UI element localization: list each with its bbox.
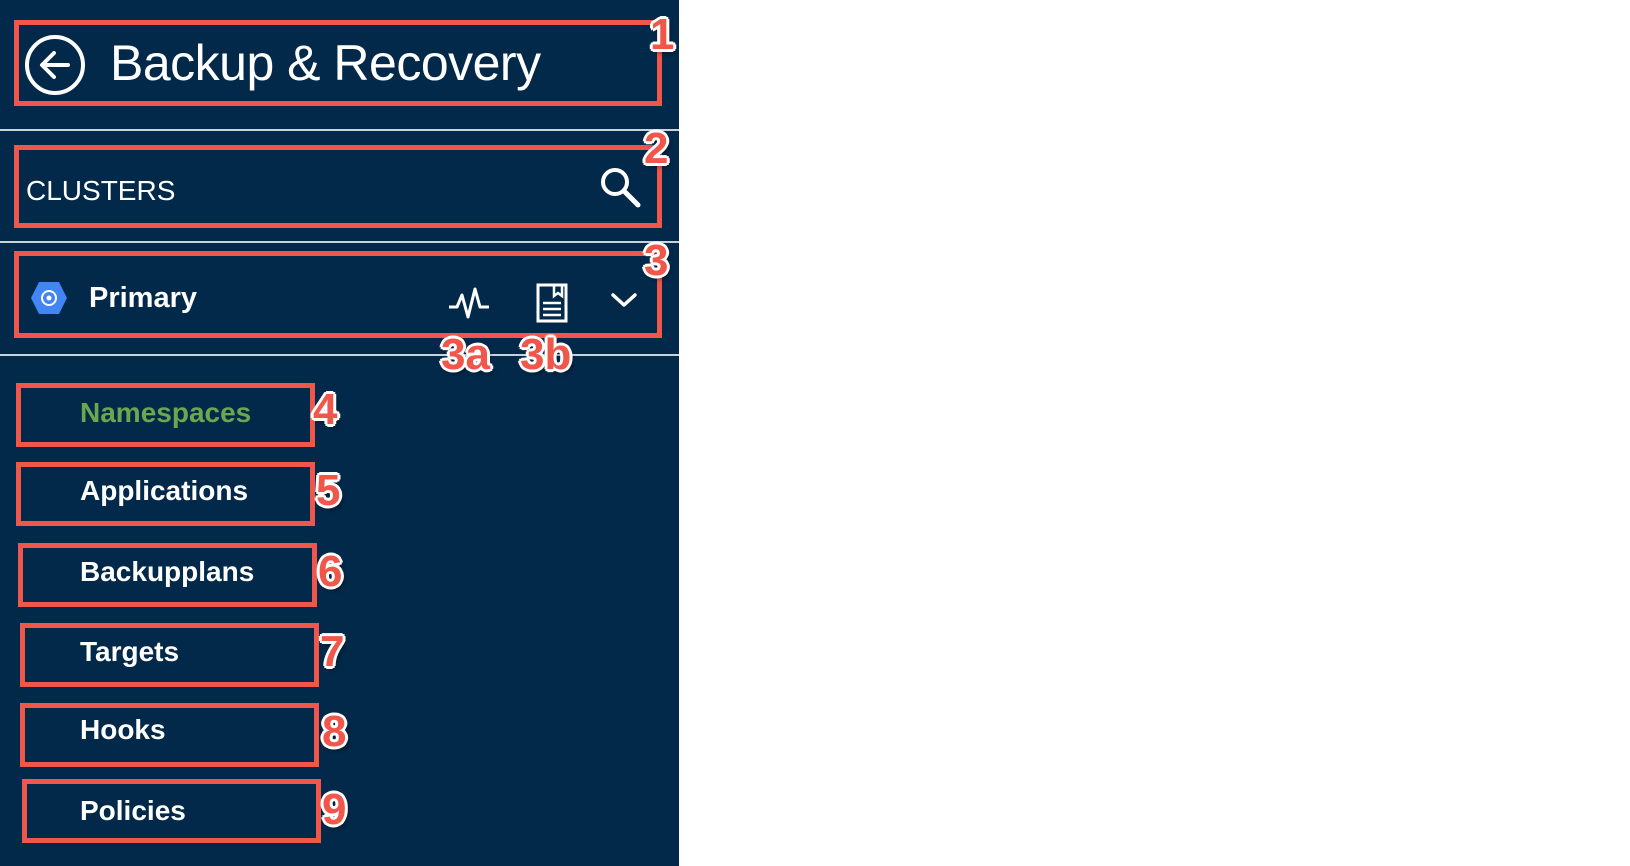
annotation-label: 4: [313, 385, 338, 434]
activity-pulse-icon: [449, 287, 489, 319]
nav-item-targets[interactable]: Targets: [80, 636, 180, 667]
divider: [0, 241, 679, 243]
cluster-expand-button[interactable]: [610, 290, 638, 310]
annotation-box: [18, 543, 317, 607]
divider: [0, 129, 679, 131]
annotation-box: [14, 20, 662, 106]
page-title: Backup & Recovery: [110, 35, 541, 91]
nav-item-backupplans[interactable]: Backupplans: [80, 556, 255, 587]
annotation-label: 3: [644, 236, 669, 285]
clusters-label: CLUSTERS: [26, 175, 176, 206]
annotation-label: 9: [322, 785, 347, 834]
cluster-search-button[interactable]: [598, 166, 644, 210]
cluster-logs-button[interactable]: [536, 283, 568, 323]
annotation-label: 3a: [441, 330, 490, 379]
chevron-down-icon: [611, 293, 637, 307]
annotation-label: 2: [644, 124, 669, 173]
annotation-label: 7: [320, 627, 345, 676]
sidebar: Backup & Recovery CLUSTERS Primary: [0, 0, 679, 866]
cluster-name[interactable]: Primary: [89, 282, 198, 314]
document-bookmark-icon: [536, 283, 568, 323]
annotation-box: [16, 383, 315, 447]
divider: [0, 354, 679, 356]
annotation-label: 1: [650, 10, 675, 59]
nav-item-applications[interactable]: Applications: [80, 475, 249, 506]
annotation-label: 3b: [520, 330, 572, 379]
back-button[interactable]: [24, 34, 86, 96]
annotation-box: [14, 145, 662, 228]
nav-item-policies[interactable]: Policies: [80, 795, 186, 826]
annotation-box: [20, 703, 319, 767]
annotation-box: [20, 623, 319, 687]
annotation-label: 5: [316, 466, 341, 515]
annotation-label: 8: [322, 707, 347, 756]
annotation-label: 6: [318, 547, 343, 596]
arrow-left-circle-icon: [25, 35, 85, 95]
annotation-box: [16, 462, 315, 526]
annotation-box: [22, 779, 321, 843]
search-icon: [601, 168, 641, 208]
kubernetes-hexagon-icon: [30, 281, 68, 315]
nav-item-hooks[interactable]: Hooks: [80, 714, 166, 745]
cluster-health-button[interactable]: [447, 285, 491, 321]
annotation-box: [14, 251, 662, 338]
nav-item-namespaces[interactable]: Namespaces: [80, 397, 252, 428]
